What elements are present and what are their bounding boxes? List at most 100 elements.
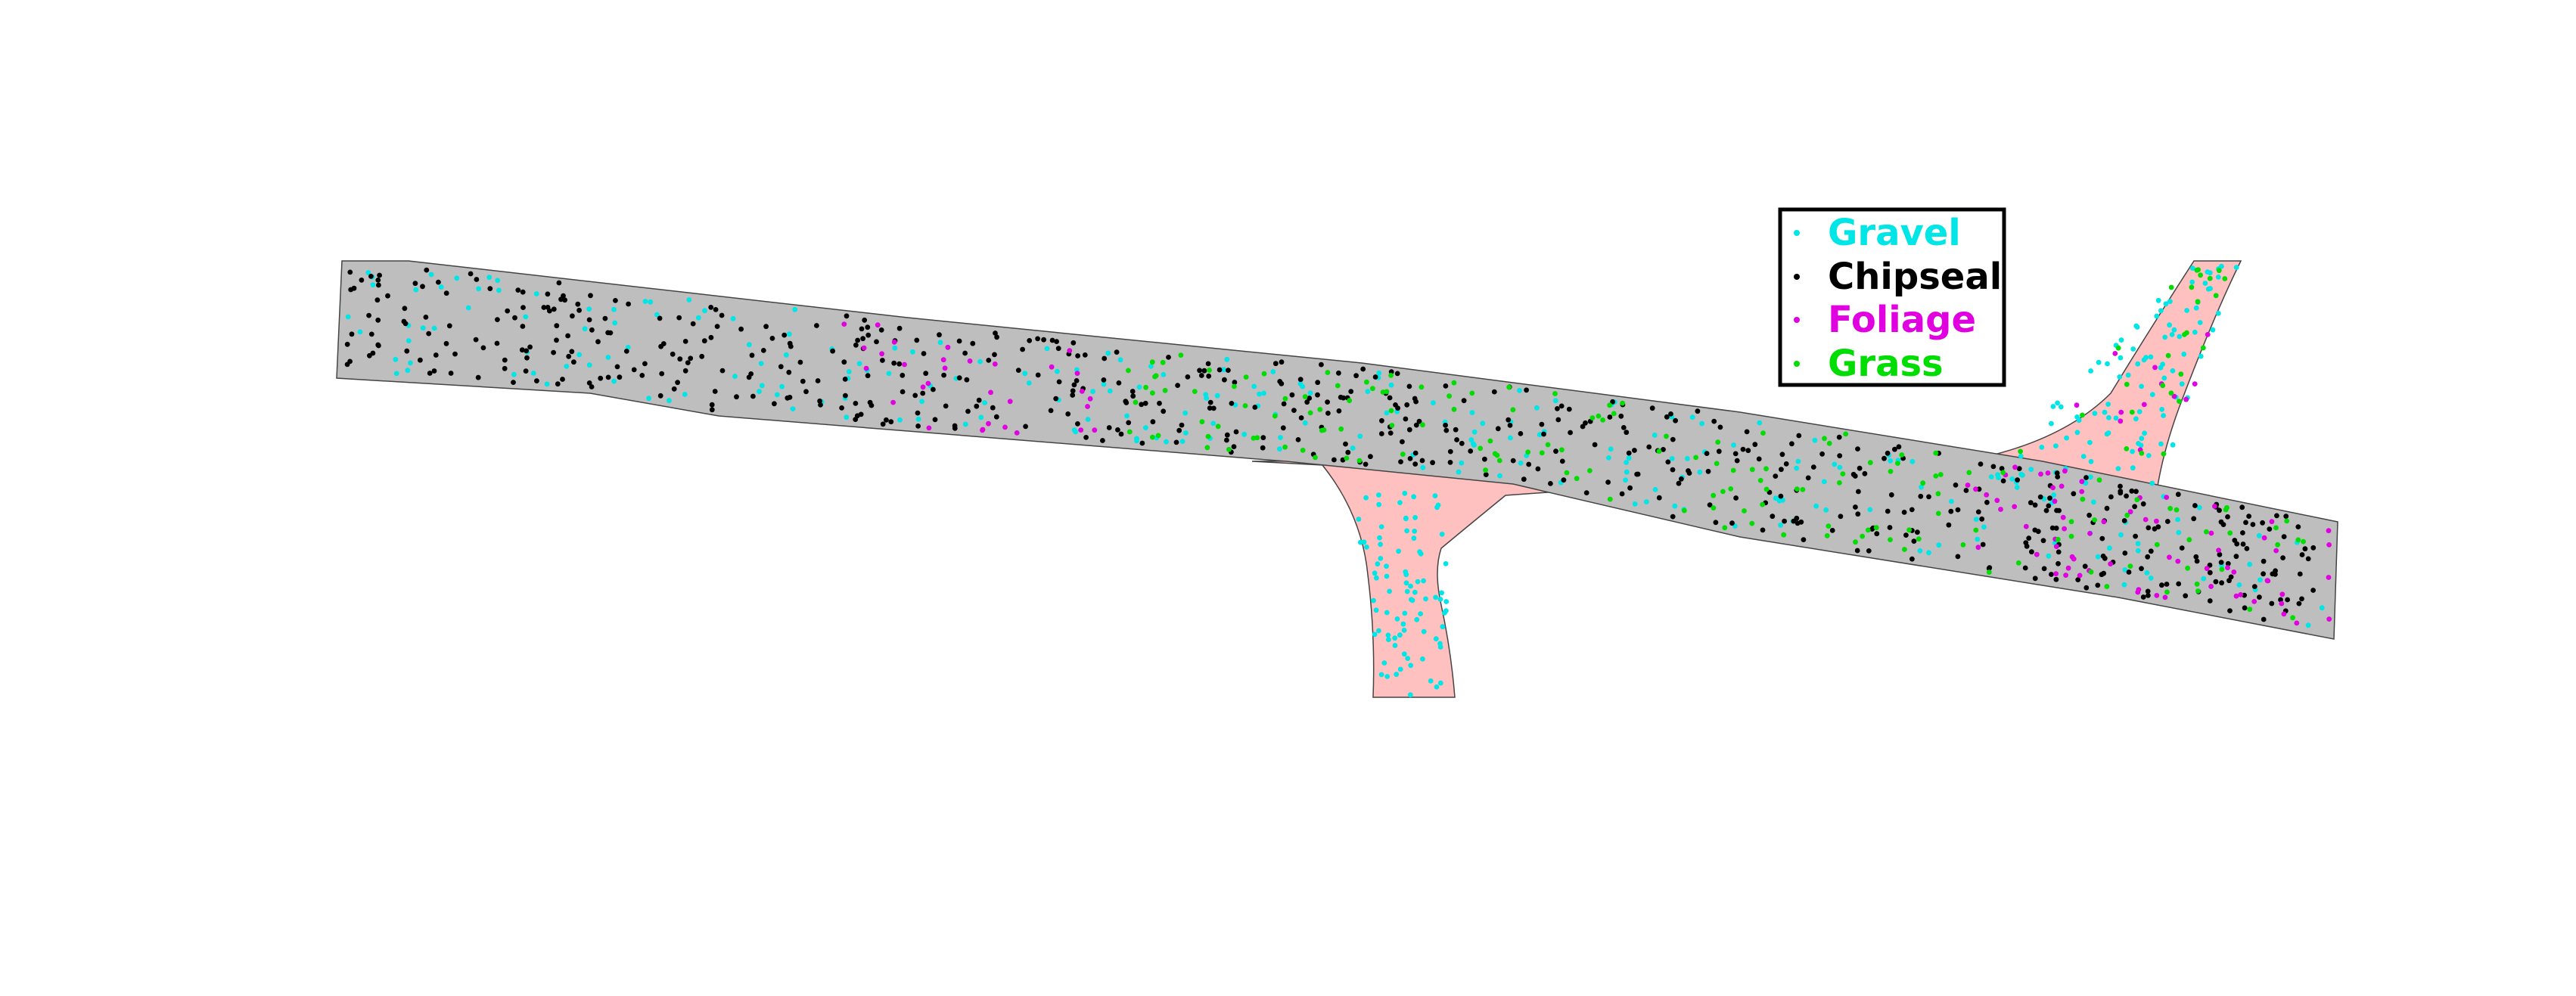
gravel-point	[1995, 472, 2001, 478]
foliage-point	[2152, 365, 2158, 371]
grass-point	[1150, 390, 1155, 396]
chipseal-point	[815, 378, 821, 383]
chipseal-point	[473, 337, 479, 343]
foliage-point	[2118, 409, 2124, 415]
gravel-point	[2202, 281, 2208, 286]
chipseal-point	[426, 330, 432, 337]
chipseal-point	[931, 386, 936, 393]
chipseal-point	[1453, 427, 1459, 433]
chipseal-point	[1888, 492, 1894, 498]
foliage-point	[2038, 471, 2043, 477]
chipseal-point	[943, 403, 949, 409]
chipseal-point	[468, 271, 474, 277]
foliage-point	[2053, 571, 2059, 576]
gravel-point	[1204, 396, 1210, 401]
chipseal-point	[547, 308, 552, 314]
chipseal-point	[1454, 437, 1459, 442]
chipseal-point	[1175, 383, 1180, 388]
chipseal-point	[1620, 425, 1627, 430]
grass-point	[1232, 383, 1237, 389]
gravel-point	[2143, 355, 2149, 361]
grass-point	[1596, 413, 1602, 419]
chipseal-point	[923, 371, 929, 377]
grass-point	[1681, 507, 1687, 514]
chipseal-point	[690, 321, 696, 327]
grass-point	[1867, 460, 1873, 466]
grass-point	[2178, 371, 2184, 377]
chipseal-point	[1901, 510, 1907, 515]
chipseal-point	[370, 350, 376, 356]
chipseal-point	[2217, 551, 2223, 557]
chipseal-point	[1443, 383, 1449, 389]
chipseal-point	[2273, 572, 2278, 577]
chipseal-point	[708, 334, 714, 340]
chipseal-point	[1075, 353, 1080, 358]
gravel-point	[746, 342, 752, 348]
gravel-point	[1518, 460, 1524, 466]
chipseal-point	[880, 421, 886, 427]
chipseal-point	[1197, 368, 1202, 374]
chipseal-point	[1903, 532, 1909, 538]
chipseal-point	[1794, 520, 1801, 526]
chipseal-point	[862, 317, 868, 323]
chipseal-point	[595, 339, 601, 345]
gravel-point	[2028, 467, 2034, 472]
chipseal-point	[2261, 616, 2267, 622]
chipseal-point	[1801, 537, 1807, 542]
chipseal-point	[1592, 442, 1598, 448]
gravel-point	[1407, 692, 1413, 698]
gravel-point	[1357, 433, 1363, 439]
chipseal-point	[2043, 507, 2049, 514]
gravel-point	[1364, 545, 1369, 550]
foliage-point	[2326, 575, 2332, 580]
grass-point	[1888, 469, 1894, 474]
chipseal-point	[2164, 582, 2170, 587]
chipseal-point	[494, 340, 500, 346]
foliage-point	[988, 389, 993, 396]
chipseal-point	[1224, 437, 1229, 443]
chipseal-point	[520, 289, 526, 295]
chipseal-point	[830, 348, 835, 354]
grass-point	[2055, 536, 2061, 542]
chipseal-point	[2104, 505, 2110, 511]
grass-point	[1325, 370, 1331, 375]
grass-point	[1843, 431, 1849, 437]
chipseal-point	[853, 342, 859, 348]
chipseal-point	[2053, 526, 2059, 531]
gravel-point	[1307, 390, 1313, 396]
gravel-point	[1731, 442, 1737, 448]
gravel-point	[1378, 524, 1384, 529]
gravel-point	[1421, 628, 1427, 635]
chipseal-point	[2251, 584, 2257, 589]
gravel-point	[1926, 550, 1931, 556]
gravel-point	[2256, 532, 2262, 538]
chipseal-point	[2016, 466, 2022, 471]
gravel-point	[2170, 368, 2176, 374]
gravel-point	[1685, 456, 1690, 461]
foliage-point	[2079, 489, 2085, 495]
gravel-point	[1375, 561, 1381, 567]
chipseal-point	[1948, 508, 1954, 514]
chipseal-point	[1896, 444, 1902, 450]
grass-point	[2222, 276, 2228, 281]
gravel-point	[2197, 320, 2203, 325]
chipseal-point	[1406, 383, 1412, 389]
chipseal-point	[586, 317, 592, 323]
foliage-point	[2154, 518, 2159, 524]
chipseal-point	[1114, 349, 1120, 355]
grass-point	[2177, 399, 2182, 404]
foliage-point	[2074, 402, 2080, 408]
grass-point	[2127, 563, 2133, 569]
chipseal-point	[423, 315, 429, 320]
chipseal-point	[2047, 495, 2052, 501]
chipseal-point	[589, 384, 595, 389]
foliage-point	[2326, 542, 2332, 548]
gravel-point	[2179, 381, 2185, 387]
gravel-point	[1105, 350, 1111, 356]
chipseal-point	[932, 417, 938, 423]
chipseal-point	[1387, 395, 1393, 401]
chipseal-point	[1319, 361, 1324, 368]
foliage-point	[2265, 578, 2271, 584]
chipseal-point	[682, 339, 688, 344]
gravel-point	[1919, 484, 1924, 490]
